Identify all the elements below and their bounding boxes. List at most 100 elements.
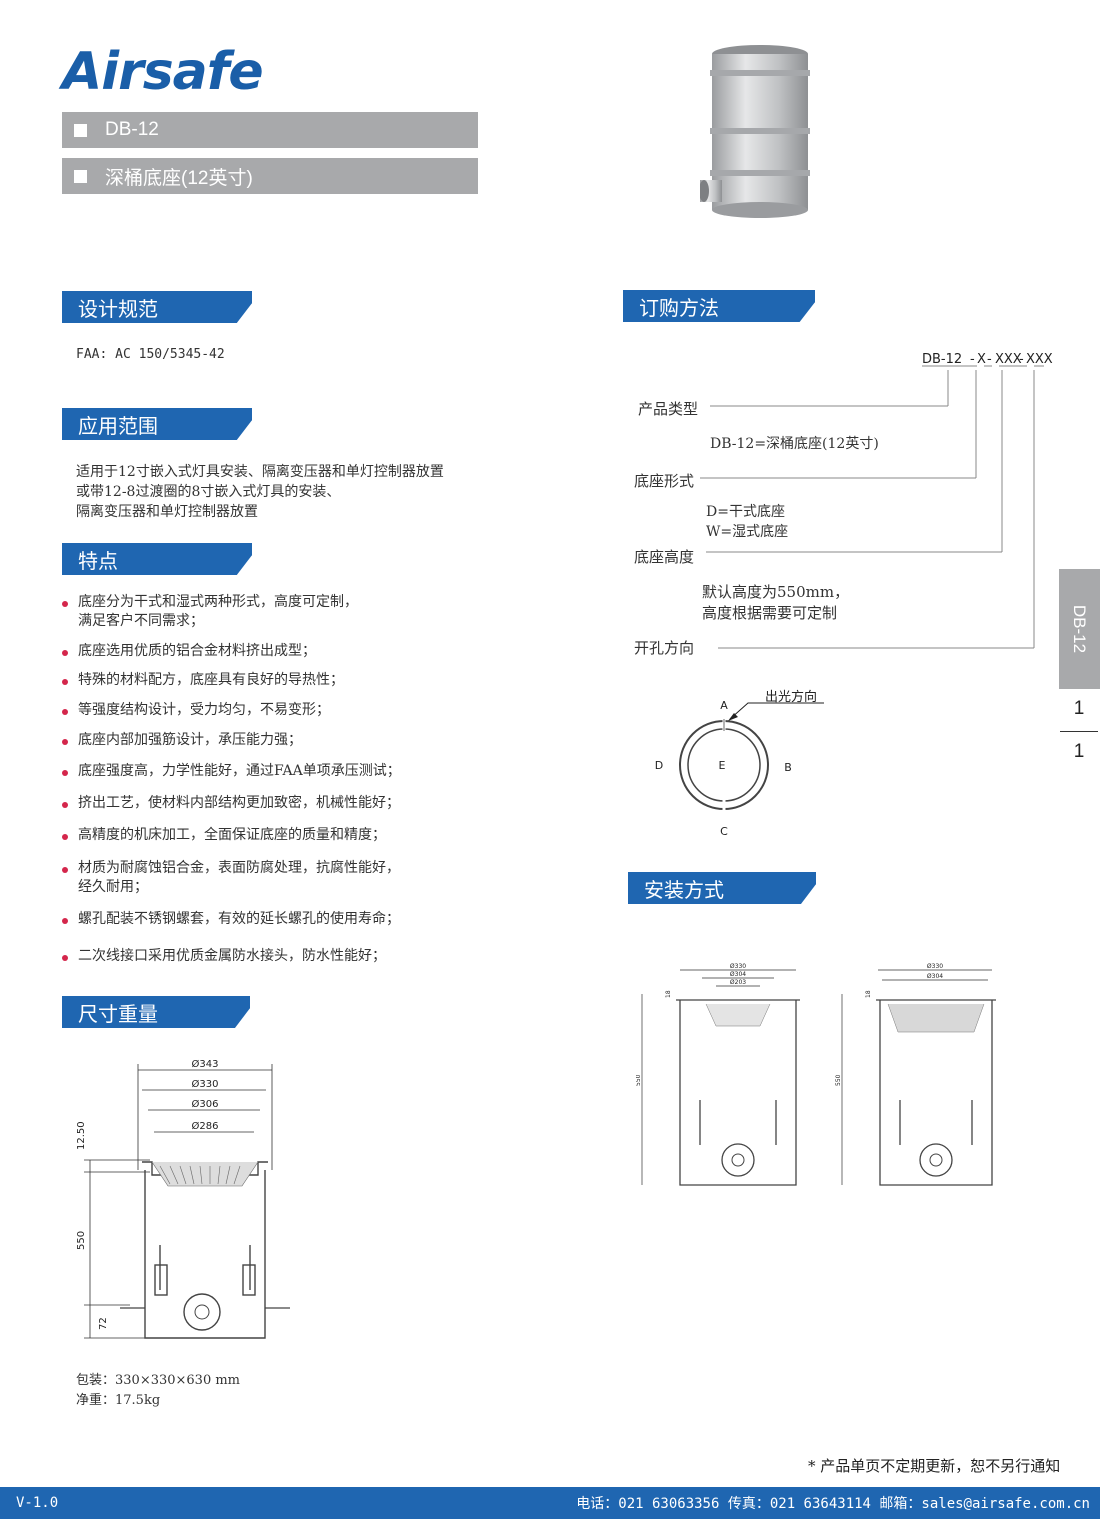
install-left-d330: Ø330 <box>730 963 746 970</box>
dim-d330: Ø330 <box>192 1078 219 1090</box>
feature-line: 底座内部加强筋设计，承压能力强； <box>78 732 302 748</box>
section-installation: 安装方式 <box>628 872 816 904</box>
page-number: 1 <box>1073 698 1085 719</box>
label-product-type: 产品类型 <box>638 400 699 418</box>
feature-line: 满足客户不同需求； <box>78 613 204 629</box>
svg-text:-: - <box>970 352 975 367</box>
application-line: 或带12-8过渡圈的8寸嵌入式灯具的安装、 <box>76 484 341 500</box>
application-text: 适用于12寸嵌入式灯具安装、隔离变压器和单灯控制器放置 或带12-8过渡圈的8寸… <box>76 462 444 522</box>
base-height-default: 默认高度为550mm， <box>702 583 850 601</box>
install-left-h550: 550 <box>636 1074 642 1086</box>
feature-item: 底座强度高，力学性能好，通过FAA单项承压测试； <box>62 762 401 781</box>
dim-d286: Ø286 <box>192 1120 219 1132</box>
code-part-hole: XXX <box>1026 352 1053 367</box>
feature-line: 特殊的材料配方，底座具有良好的导热性； <box>78 672 344 688</box>
bullet-icon <box>62 739 68 745</box>
feature-line: 底座强度高，力学性能好，通过FAA单项承压测试； <box>78 763 401 779</box>
feature-item: 螺孔配装不锈钢螺套，有效的延长螺孔的使用寿命； <box>62 910 400 929</box>
bullet-icon <box>62 802 68 808</box>
install-left-h18: 18 <box>665 990 672 998</box>
install-right-h550: 550 <box>835 1074 842 1086</box>
install-right-h18: 18 <box>865 990 872 998</box>
section-design: 设计规范 <box>62 291 252 323</box>
bullet-icon <box>62 709 68 715</box>
bullet-icon <box>62 834 68 840</box>
packing-info: 包装：330×330×630 mm 净重：17.5kg <box>76 1371 240 1411</box>
product-photo <box>700 45 810 218</box>
feature-item: 底座内部加强筋设计，承压能力强； <box>62 731 302 750</box>
code-part-height: XXX <box>995 352 1022 367</box>
install-right-d330: Ø330 <box>927 963 943 970</box>
feature-item: 材质为耐腐蚀铝合金，表面防腐处理，抗腐性能好， 经久耐用； <box>62 859 400 897</box>
square-icon <box>74 123 87 137</box>
install-left-d304: Ø304 <box>730 971 746 978</box>
base-height-custom: 高度根据需要可定制 <box>702 604 838 622</box>
square-icon <box>74 169 87 183</box>
product-type-value: DB-12=深桶底座(12英寸) <box>710 436 879 452</box>
base-form-values: D=干式底座 W=湿式底座 <box>706 502 788 542</box>
feature-line: 底座分为干式和湿式两种形式，高度可定制， <box>78 594 358 610</box>
model-bar: DB-12 <box>62 112 478 148</box>
dim-h1250: 12.50 <box>76 1121 87 1150</box>
svg-text:-: - <box>987 352 992 367</box>
section-features: 特点 <box>62 543 252 575</box>
installation-drawings: Ø330 Ø304 Ø203 Ø330 Ø304 18 550 18 550 <box>636 963 996 1186</box>
application-line: 隔离变压器和单灯控制器放置 <box>76 504 258 520</box>
net-weight: 净重：17.5kg <box>76 1393 161 1408</box>
page-divider <box>1060 731 1098 732</box>
model-code: DB-12 <box>105 119 159 140</box>
dir-e: E <box>719 759 726 772</box>
dir-c: C <box>720 825 728 838</box>
sidebar-tab: DB-12 <box>1059 569 1100 689</box>
dimension-drawing: Ø343 Ø330 Ø306 Ø286 12.50 550 72 <box>76 1058 290 1339</box>
feature-item: 特殊的材料配方，底座具有良好的导热性； <box>62 671 344 690</box>
feature-item: 二次线接口采用优质金属防水接头，防水性能好； <box>62 947 386 966</box>
feature-line: 经久耐用； <box>78 879 148 895</box>
section-ordering: 订购方法 <box>623 290 815 322</box>
product-name: 深桶底座(12英寸) <box>105 167 253 189</box>
code-part-form: X <box>977 352 986 367</box>
base-form-dry: D=干式底座 <box>706 504 785 520</box>
feature-line: 等强度结构设计，受力均匀，不易变形； <box>78 702 330 718</box>
brand-logo: Airsafe <box>62 42 264 102</box>
update-notice: * 产品单页不定期更新，恕不另行通知 <box>808 1457 1061 1475</box>
bullet-icon <box>62 955 68 961</box>
dim-h72: 72 <box>98 1317 109 1330</box>
application-line: 适用于12寸嵌入式灯具安装、隔离变压器和单灯控制器放置 <box>76 464 444 480</box>
dir-a: A <box>720 699 728 712</box>
bullet-icon <box>62 601 68 607</box>
sidebar-code: DB-12 <box>1070 604 1090 654</box>
label-base-form: 底座形式 <box>634 472 695 490</box>
feature-line: 底座选用优质的铝合金材料挤出成型； <box>78 643 316 659</box>
install-left-d203: Ø203 <box>730 979 746 986</box>
code-part-model: DB-12 <box>922 352 962 367</box>
bullet-icon <box>62 679 68 685</box>
design-spec: FAA: AC 150/5345-42 <box>76 347 225 362</box>
base-height-values: 默认高度为550mm， 高度根据需要可定制 <box>702 582 849 624</box>
svg-text:-: - <box>1019 352 1024 367</box>
bullet-icon <box>62 918 68 924</box>
version: V-1.0 <box>16 1495 59 1511</box>
dim-d343: Ø343 <box>192 1058 219 1070</box>
label-hole-direction: 开孔方向 <box>634 639 695 657</box>
bullet-icon <box>62 650 68 656</box>
bullet-icon <box>62 867 68 873</box>
section-dimensions: 尺寸重量 <box>62 996 250 1028</box>
feature-item: 底座分为干式和湿式两种形式，高度可定制， 满足客户不同需求； <box>62 593 358 631</box>
dir-d: D <box>655 759 663 772</box>
section-application: 应用范围 <box>62 408 252 440</box>
feature-line: 二次线接口采用优质金属防水接头，防水性能好； <box>78 948 386 964</box>
base-form-wet: W=湿式底座 <box>706 524 789 540</box>
feature-item: 等强度结构设计，受力均匀，不易变形； <box>62 701 330 720</box>
light-direction: 出光方向 <box>765 689 817 705</box>
packing-size: 包装：330×330×630 mm <box>76 1373 241 1388</box>
feature-item: 挤出工艺，使材料内部结构更加致密，机械性能好； <box>62 794 400 813</box>
dim-d306: Ø306 <box>192 1098 219 1110</box>
bullet-icon <box>62 770 68 776</box>
feature-line: 挤出工艺，使材料内部结构更加致密，机械性能好； <box>78 795 400 811</box>
feature-item: 底座选用优质的铝合金材料挤出成型； <box>62 642 316 661</box>
footer-bar: V-1.0 电话：021 63063356 传真：021 63643114 邮箱… <box>0 1487 1100 1519</box>
label-base-height: 底座高度 <box>634 548 695 566</box>
feature-line: 材质为耐腐蚀铝合金，表面防腐处理，抗腐性能好， <box>78 860 400 876</box>
order-code-diagram: DB-12 - X - XXX - XXX <box>700 352 1053 649</box>
